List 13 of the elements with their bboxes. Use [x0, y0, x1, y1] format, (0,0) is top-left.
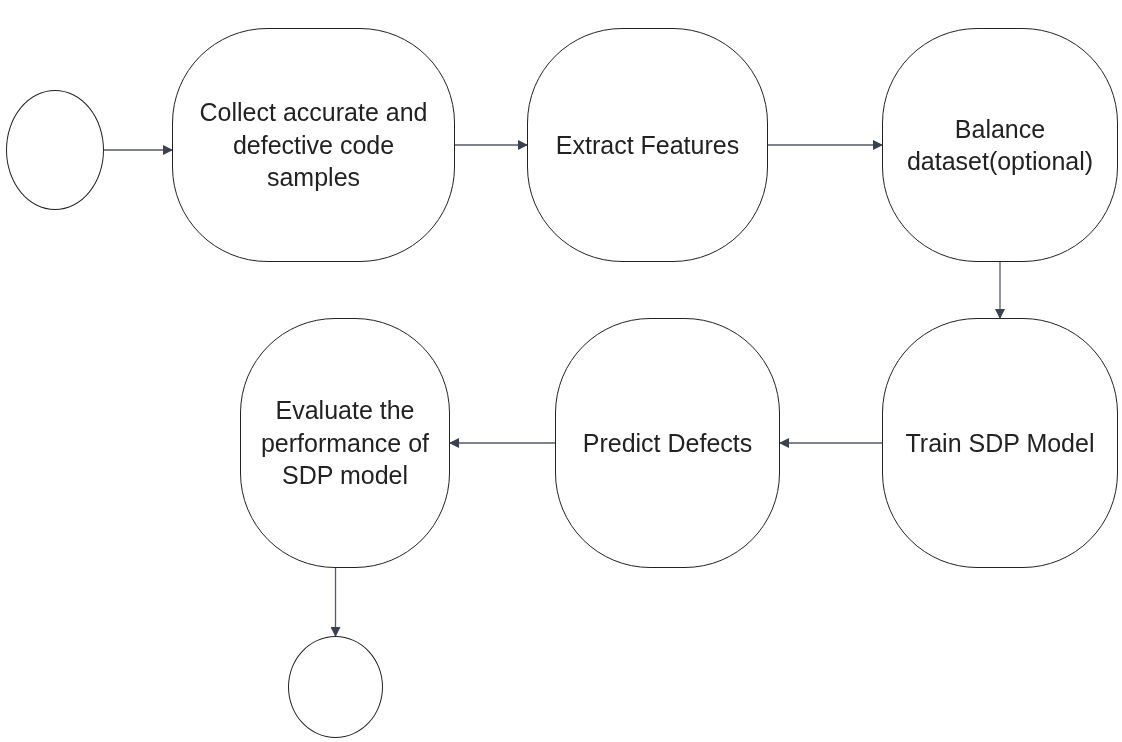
step-label: Train SDP Model — [905, 427, 1095, 459]
arrow — [103, 145, 173, 155]
arrow — [454, 140, 528, 150]
arrow — [449, 438, 556, 448]
arrow — [995, 261, 1005, 319]
arrow — [779, 438, 883, 448]
arrow — [330, 567, 341, 637]
step-label: Evaluate the performance of SDP model — [259, 395, 431, 492]
step-label: Extract Features — [555, 129, 740, 161]
step-label: Predict Defects — [582, 427, 753, 459]
step-label: Balance dataset(optional) — [905, 113, 1095, 177]
step-label: Collect accurate and defective code samples — [198, 97, 429, 194]
arrow — [767, 140, 883, 150]
